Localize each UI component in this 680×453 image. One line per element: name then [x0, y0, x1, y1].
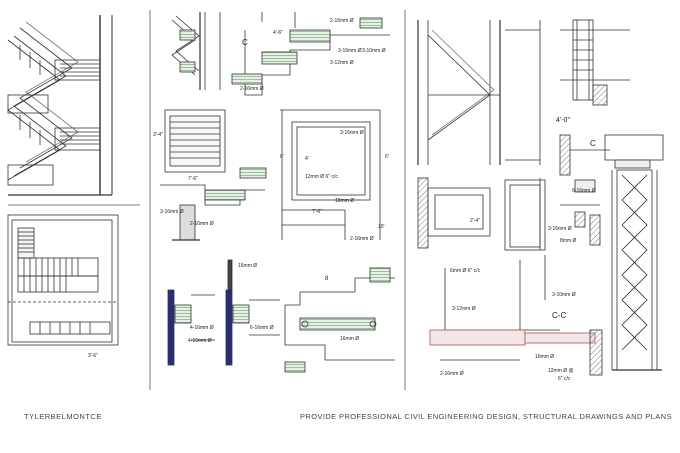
author-name: TYLERBELMONTCE	[24, 412, 102, 421]
rebar-label: 12mm Ø 6" c/c	[305, 174, 338, 180]
rebar-label: 18mm Ø	[335, 198, 354, 204]
rebar-label: 3-12mm Ø	[452, 306, 476, 312]
dim-label: 4'-6"	[273, 30, 283, 36]
section-cc	[429, 255, 603, 376]
dim-label: 2'-4"	[470, 218, 480, 224]
stair-isometric	[7, 15, 113, 196]
rebar-label: 2-16mm Ø	[190, 221, 214, 227]
rebar-label: 3-10mm Ø	[552, 292, 576, 298]
rebar-label: 3-16mm Ø	[548, 226, 572, 232]
rebar-label: 2-16mm Ø	[240, 86, 264, 92]
rebar-label: 3-16mm Ø	[338, 48, 362, 54]
rebar-label: 16mm Ø	[238, 263, 257, 269]
dim-label: 6'	[280, 154, 284, 160]
rebar-label: 6" c/c	[558, 376, 571, 382]
dim-label: 3'-6"	[88, 353, 98, 359]
dim-label: 6'	[385, 154, 389, 160]
rebar-label: 2-16mm Ø	[350, 236, 374, 242]
waist-slab-plan	[164, 109, 226, 173]
dim-label: 7'-6"	[188, 176, 198, 182]
landing-beam-detail	[231, 12, 390, 96]
dim-label: 7'-6"	[312, 209, 322, 215]
rebar-label: 8mm Ø	[560, 238, 577, 244]
rebar-label: 4-16mm Ø	[190, 325, 214, 331]
section-mark: C	[242, 38, 248, 47]
landing-slab-section	[160, 167, 267, 241]
rebar-label: 16mm Ø	[340, 336, 359, 342]
wall-column-detail	[604, 134, 664, 371]
dim-label: 4'	[305, 156, 309, 162]
rebar-label: 3-10mm Ø	[362, 48, 386, 54]
beam-section	[284, 267, 395, 373]
column-section	[167, 259, 280, 366]
rebar-label: 6-16mm Ø	[250, 325, 274, 331]
drawing-sheet: 3'-6" C 2-16mm Ø 3-16mm Ø 3-12mm Ø 3-10m…	[7, 10, 664, 390]
rebar-label: 6mm Ø 6" c/c	[450, 268, 481, 274]
section-mark: C	[590, 139, 596, 148]
rebar-label: 16mm Ø	[535, 354, 554, 360]
dim-label: 10'	[378, 224, 385, 230]
rebar-label: 3-16mm Ø	[340, 130, 364, 136]
landing-section-c	[559, 134, 610, 246]
rebar-label: 3-12mm Ø	[330, 60, 354, 66]
dim-label: 8	[325, 276, 329, 282]
rebar-label: 2-16mm Ø	[330, 18, 354, 24]
stair-plan	[7, 214, 119, 346]
footing-plan	[417, 177, 546, 251]
dim-label: 4'-0"	[556, 117, 570, 124]
column-plan	[280, 109, 381, 240]
stair-elevation	[417, 20, 541, 165]
section-mark: C-C	[552, 311, 566, 320]
stair-section-detail	[171, 12, 221, 90]
column-elevation	[560, 19, 630, 106]
dim-label: 3'-4"	[153, 132, 163, 138]
rebar-label: 4-16mm Ø	[188, 338, 212, 344]
rebar-label: 6-16mm Ø	[572, 188, 596, 194]
rebar-label: 3-16mm Ø	[160, 209, 184, 215]
service-tagline: PROVIDE PROFESSIONAL CIVIL ENGINEERING D…	[300, 412, 672, 421]
rebar-label: 2-16mm Ø	[440, 371, 464, 377]
rebar-label: 12mm Ø @	[548, 368, 574, 374]
